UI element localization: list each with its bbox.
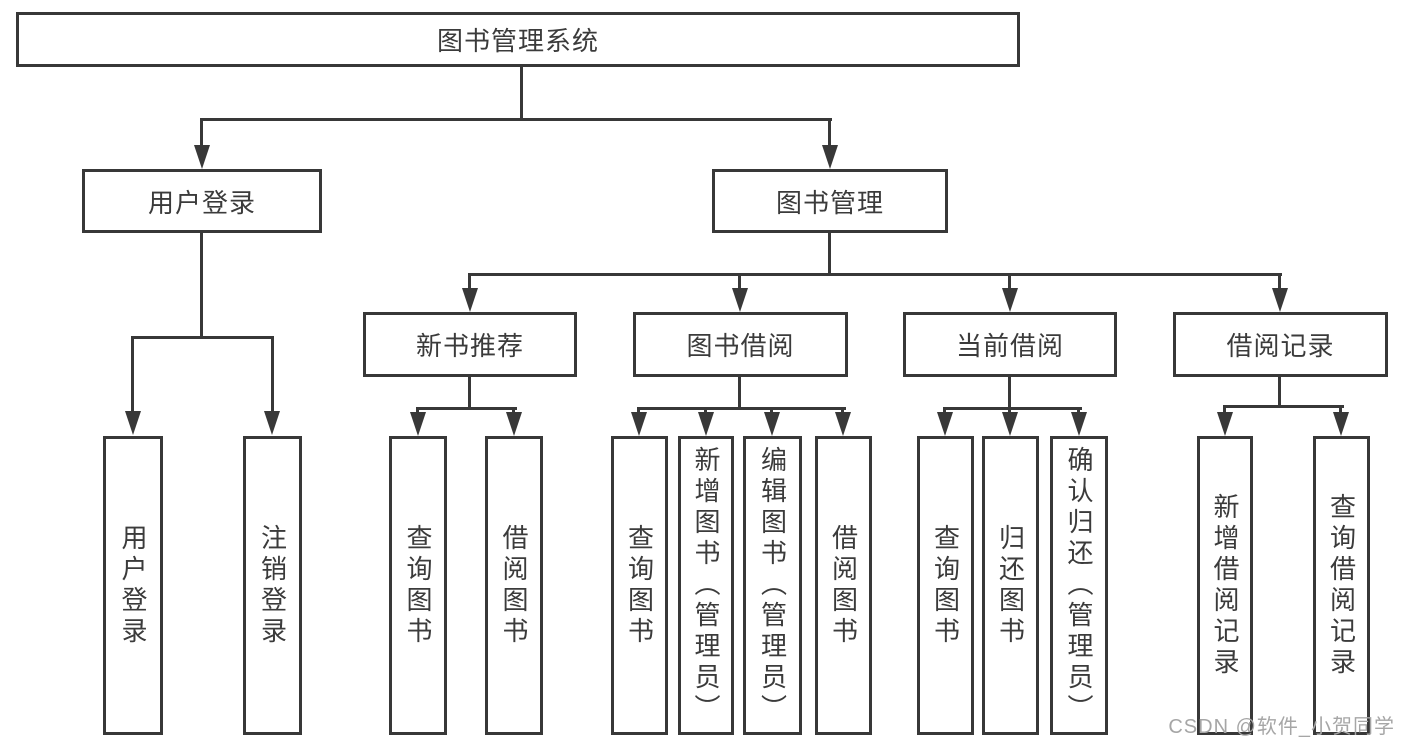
arrow-down-icon [1071,412,1087,436]
node-leaf-query-books-recommend: 查询图书 [389,436,447,735]
node-book-management-branch: 图书管理 [712,169,948,233]
connector-root-stem [520,67,523,118]
connector-bookmgmt-drop-3 [1008,273,1011,291]
node-leaf-query-borrow-record: 查询借阅记录 [1313,436,1370,735]
node-book-borrow: 图书借阅 [633,312,848,377]
connector-group3-stem [1278,377,1281,405]
arrow-down-icon [462,288,478,312]
connector-bookmgmt-stem [828,233,831,273]
connector-group1-bar [637,407,846,410]
node-leaf-borrow-books-recommend: 借阅图书 [485,436,543,735]
arrow-down-icon [506,412,522,436]
connector-bookmgmt-drop-1 [468,273,471,291]
connector-group1-drop-3 [770,407,773,415]
connector-userlogin-bar [131,336,274,339]
node-root: 图书管理系统 [16,12,1020,67]
arrow-down-icon [1272,288,1288,312]
node-leaf-query-books-current: 查询图书 [917,436,974,735]
connector-root-bar [200,118,832,121]
arrow-down-icon [1002,412,1018,436]
node-leaf-query-books-borrow: 查询图书 [611,436,668,735]
connector-group1-stem [738,377,741,407]
arrow-down-icon [194,145,210,169]
node-leaf-logout: 注销登录 [243,436,302,735]
connector-root-drop-left [200,118,203,148]
connector-group1-drop-1 [637,407,640,415]
connector-group0-bar [416,407,517,410]
arrow-down-icon [410,412,426,436]
connector-group2-stem [1008,377,1011,407]
arrow-down-icon [698,412,714,436]
arrow-down-icon [631,412,647,436]
node-leaf-borrow-books: 借阅图书 [815,436,872,735]
node-user-login-branch: 用户登录 [82,169,322,233]
node-leaf-confirm-return-admin: 确认归还（管理员） [1050,436,1108,735]
connector-group2-drop-1 [943,407,946,415]
arrow-down-icon [264,411,280,435]
arrow-down-icon [822,145,838,169]
node-leaf-user-login: 用户登录 [103,436,163,735]
connector-bookmgmt-drop-2 [738,273,741,291]
watermark: CSDN @软件_小贺同学 [1168,716,1395,738]
connector-userlogin-drop-1 [131,336,134,414]
arrow-down-icon [835,412,851,436]
connector-group2-drop-3 [1077,407,1080,415]
arrow-down-icon [732,288,748,312]
connector-group2-bar [943,407,1082,410]
connector-bookmgmt-drop-4 [1278,273,1281,291]
connector-group0-stem [468,377,471,407]
node-leaf-add-borrow-record: 新增借阅记录 [1197,436,1253,735]
connector-userlogin-stem [200,233,203,336]
node-current-borrow: 当前借阅 [903,312,1117,377]
connector-group2-drop-2 [1008,407,1011,415]
arrow-down-icon [764,412,780,436]
node-leaf-return-books: 归还图书 [982,436,1039,735]
connector-bookmgmt-bar [468,273,1282,276]
connector-userlogin-drop-2 [271,336,274,414]
arrow-down-icon [1002,288,1018,312]
node-leaf-edit-books-admin: 编辑图书（管理员） [743,436,802,735]
node-leaf-add-books-admin: 新增图书（管理员） [678,436,734,735]
connector-group0-drop-2 [512,407,515,415]
node-new-book-recommend: 新书推荐 [363,312,577,377]
connector-group1-drop-2 [704,407,707,415]
connector-group3-drop-1 [1223,405,1226,415]
connector-group3-drop-2 [1339,405,1342,415]
arrow-down-icon [1217,412,1233,436]
node-borrow-records: 借阅记录 [1173,312,1388,377]
arrow-down-icon [937,412,953,436]
connector-group1-drop-4 [841,407,844,415]
arrow-down-icon [1333,412,1349,436]
arrow-down-icon [125,411,141,435]
connector-root-drop-right [828,118,831,148]
connector-group3-bar [1223,405,1344,408]
connector-group0-drop-1 [416,407,419,415]
